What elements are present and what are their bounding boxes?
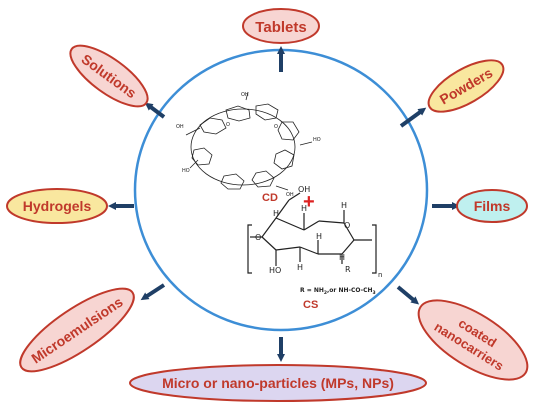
plus-sign: + xyxy=(303,191,315,213)
cd-atom: HO xyxy=(182,168,190,174)
node-films-label: Films xyxy=(474,198,511,214)
cs-repeat-n: n xyxy=(378,271,382,279)
cd-atom: O xyxy=(274,124,278,130)
node-tablets: Tablets xyxy=(242,8,320,44)
node-particles-label: Micro or nano-particles (MPs, NPs) xyxy=(162,375,394,391)
cs-r-definition: R = NH2,or NH-CO-CH3 xyxy=(300,287,376,296)
node-hydrogels: Hydrogels xyxy=(6,188,108,224)
arrows xyxy=(108,46,460,362)
cs-atom: O xyxy=(344,221,350,230)
node-tablets-label: Tablets xyxy=(255,19,306,36)
cs-atom: HO xyxy=(269,266,281,275)
node-hydrogels-label: Hydrogels xyxy=(23,198,92,214)
cs-atom: H xyxy=(273,209,279,218)
arrow-icon xyxy=(144,102,166,119)
cd-atom: OH xyxy=(176,124,184,130)
node-coated-nanocarriers: coated nanocarriers xyxy=(417,299,529,381)
node-particles: Micro or nano-particles (MPs, NPs) xyxy=(129,364,427,402)
cs-r-sub2: 3 xyxy=(373,290,376,296)
chitosan-structure xyxy=(247,192,377,274)
cs-label: CS xyxy=(303,299,318,311)
node-solutions: Solutions xyxy=(69,44,149,108)
arrow-icon xyxy=(140,283,166,301)
cs-r-prefix: R = NH xyxy=(300,287,324,294)
arrow-icon xyxy=(396,285,420,305)
cs-atom: H xyxy=(301,204,307,213)
cs-atom: OH xyxy=(298,185,310,194)
cd-label: CD xyxy=(262,192,278,204)
node-powders: Powders xyxy=(427,59,505,113)
cd-atom: O xyxy=(226,122,230,128)
arrow-icon xyxy=(399,107,427,128)
cyclodextrin-structure xyxy=(185,91,313,191)
cs-r-suffix: ,or NH-CO-CH xyxy=(327,287,373,294)
cyclodextrin-atoms: OH OH O O HO OH HO xyxy=(176,92,321,198)
cs-atom: H xyxy=(341,201,347,210)
cs-atom: R xyxy=(345,265,351,274)
cs-atom: H xyxy=(316,232,322,241)
cs-atom: H xyxy=(297,263,303,272)
node-films: Films xyxy=(456,189,528,223)
cs-atom: H xyxy=(339,253,345,262)
cd-atom: OH xyxy=(286,192,294,198)
chitosan-atoms: OH H O H O H H HO H R H n xyxy=(255,185,382,279)
cs-r-sub: 2 xyxy=(324,290,327,296)
node-microemulsions: Microemulsions xyxy=(19,287,135,373)
cd-atom: HO xyxy=(313,137,321,143)
cd-atom: OH xyxy=(241,92,249,98)
central-circle xyxy=(133,48,429,332)
cs-atom: O xyxy=(255,233,261,242)
